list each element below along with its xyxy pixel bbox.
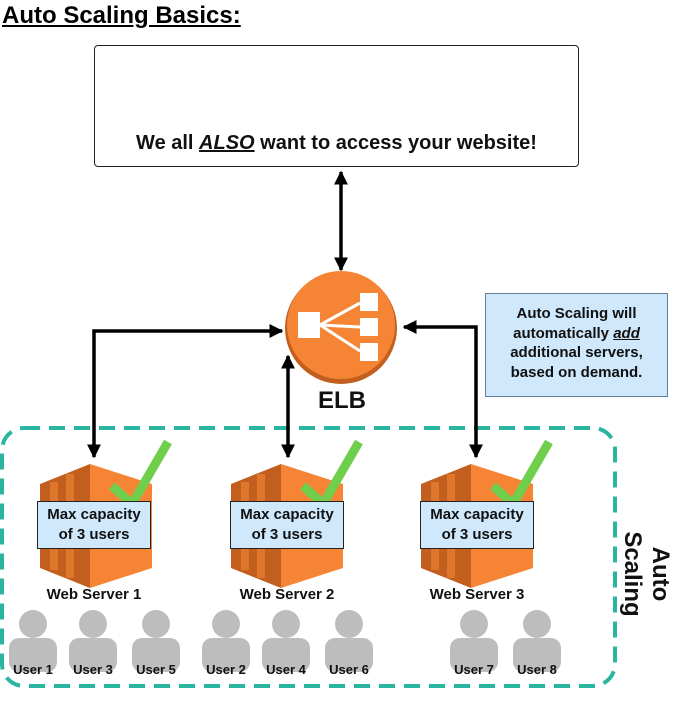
auto-scaling-label: Auto Scaling (619, 531, 674, 617)
website-box-text: We all ALSO want to access your website! (136, 132, 537, 154)
user-label: User 8 (517, 662, 557, 677)
user-icon (202, 610, 250, 672)
auto-scaling-group-border (0, 426, 617, 688)
arrow-elb-server1 (87, 324, 284, 459)
server-label-3: Web Server 3 (429, 586, 525, 603)
capacity-box-2: Max capacity of 3 users (230, 501, 344, 549)
arrow-elb-server3 (402, 320, 483, 459)
user-icon (325, 610, 373, 672)
auto-scaling-note: Auto Scaling will automatically add addi… (485, 293, 668, 397)
page-title: Auto Scaling Basics: (2, 2, 241, 29)
user-label: User 6 (329, 662, 369, 677)
user-icon (262, 610, 310, 672)
user-label: User 4 (266, 662, 306, 677)
user-icon (132, 610, 180, 672)
user-label: User 3 (73, 662, 113, 677)
user-icon (450, 610, 498, 672)
capacity-box-3: Max capacity of 3 users (420, 501, 534, 549)
load-balancer-icon (285, 271, 397, 384)
user-label: User 7 (454, 662, 494, 677)
server-label-1: Web Server 1 (46, 586, 142, 603)
user-icon (9, 610, 57, 672)
user-icon (513, 610, 561, 672)
user-label: User 5 (136, 662, 176, 677)
user-label: User 1 (13, 662, 53, 677)
user-label: User 2 (206, 662, 246, 677)
elb-label: ELB (318, 387, 366, 414)
server-label-2: Web Server 2 (239, 586, 335, 603)
website-box: We all ALSO want to access your website! (94, 45, 579, 167)
user-icon (69, 610, 117, 672)
capacity-box-1: Max capacity of 3 users (37, 501, 151, 549)
